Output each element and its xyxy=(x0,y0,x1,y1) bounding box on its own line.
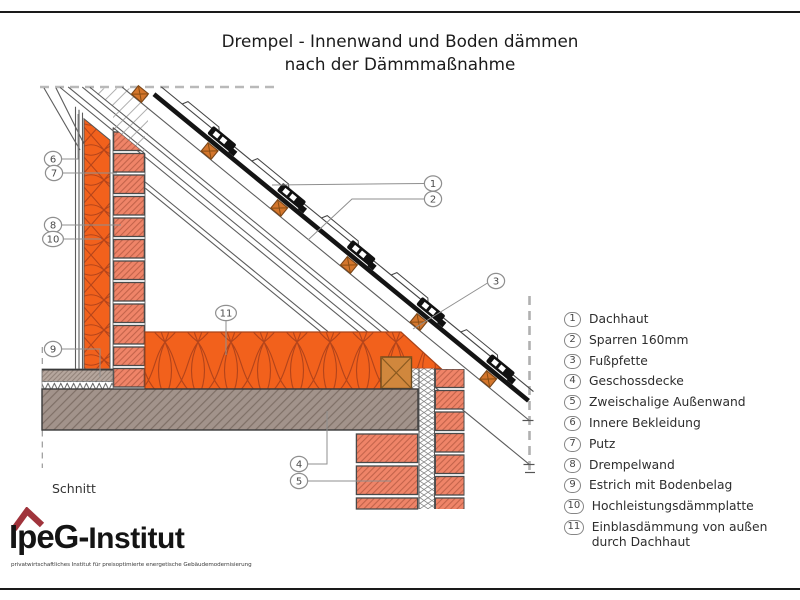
legend-item-3: 3 Fußpfette xyxy=(564,353,796,369)
page-border-bottom xyxy=(0,588,800,591)
callout-8: 8 xyxy=(50,221,56,232)
legend-num-8: 8 xyxy=(564,457,581,473)
roof-clamps xyxy=(207,126,516,385)
legend-item-1: 1 Dachhaut xyxy=(564,312,796,327)
cavity-insulation-strip xyxy=(418,368,435,509)
legend-item-9: 9 Estrich mit Bodenbelag xyxy=(564,478,796,494)
title-line1: Drempel - Innenwand und Boden dämmen xyxy=(221,31,579,51)
callout-leaders xyxy=(61,114,488,482)
inner-brick-leaf xyxy=(355,433,419,510)
legend-label-2: Sparren 160mm xyxy=(589,332,689,347)
legend-num-7: 7 xyxy=(564,436,581,452)
line-end-ticks xyxy=(522,419,535,474)
logo-brand-rest: Institut xyxy=(88,522,185,555)
legend-label-5: Zweischalige Außenwand xyxy=(589,395,746,410)
legend-num-4: 4 xyxy=(564,374,581,390)
callout-1: 1 xyxy=(430,179,436,190)
callout-2: 2 xyxy=(430,195,436,206)
dachhaut-line xyxy=(152,92,530,403)
callout-4: 4 xyxy=(296,460,302,471)
legend-num-3: 3 xyxy=(564,353,581,369)
impact-sound-layer xyxy=(41,381,114,390)
legend: 1 Dachhaut 2 Sparren 160mm 3 Fußpfette 4… xyxy=(564,312,796,556)
legend-item-6: 6 Innere Bekleidung xyxy=(564,415,796,431)
legend-item-7: 7 Putz xyxy=(564,436,796,452)
legend-num-11: 11 xyxy=(564,519,584,535)
callout-7: 7 xyxy=(51,169,57,180)
logo-brand-bold: IpeG- xyxy=(9,518,89,555)
legend-label-11-line1: Einblasdämmung von außen xyxy=(591,519,768,534)
legend-num-5: 5 xyxy=(564,395,581,411)
legend-num-1: 1 xyxy=(564,312,581,327)
legend-label-11-line2: durch Dachhaut xyxy=(591,534,691,549)
legend-label-10: Hochleistungsdämmplatte xyxy=(591,499,754,514)
blown-in-insulation xyxy=(144,331,443,390)
title-line2: nach der Dämmmaßnahme xyxy=(284,53,516,74)
callout-3: 3 xyxy=(493,277,499,288)
wall-insulation-board xyxy=(83,117,111,370)
callout-circles: 1 2 3 4 5 6 7 8 10 9 11 xyxy=(41,150,506,490)
inner-cladding-layers xyxy=(74,106,84,369)
floor-screed xyxy=(41,368,114,382)
legend-label-7: Putz xyxy=(589,436,616,451)
wall-top-cut xyxy=(112,106,146,155)
legend-label-8: Drempelwand xyxy=(589,457,675,472)
legend-label-3: Fußpfette xyxy=(589,353,648,368)
roof-battens xyxy=(130,84,498,389)
eave-cavity-sliver-mesh xyxy=(411,368,419,389)
page-border-top xyxy=(0,11,800,14)
fusspfette-timber xyxy=(380,356,413,390)
legend-label-11: Einblasdämmung von außen durch Dachhaut xyxy=(592,520,768,550)
callout-6: 6 xyxy=(50,155,56,166)
callout-11: 11 xyxy=(220,309,233,320)
logo-tagline: privatwirtschaftliches Institut für prei… xyxy=(11,562,252,568)
callout-5: 5 xyxy=(296,477,302,488)
legend-num-2: 2 xyxy=(564,332,581,348)
tile-overlap-steps xyxy=(181,101,499,363)
legend-num-10: 10 xyxy=(564,499,584,515)
legend-num-9: 9 xyxy=(564,478,581,494)
legend-label-9: Estrich mit Bodenbelag xyxy=(589,478,733,493)
page-title: Drempel - Innenwand und Boden dämmen nac… xyxy=(0,30,800,75)
logo-wordmark: IpeG-Institut xyxy=(9,518,185,556)
legend-label-4: Geschossdecke xyxy=(589,374,684,389)
legend-item-2: 2 Sparren 160mm xyxy=(564,332,796,348)
legend-item-8: 8 Drempelwand xyxy=(564,457,796,473)
drempelwand-bricks xyxy=(112,127,146,389)
legend-item-4: 4 Geschossdecke xyxy=(564,374,796,390)
outer-brick-leaf xyxy=(435,369,465,509)
legend-item-10: 10 Hochleistungsdämmplatte xyxy=(564,499,796,515)
logo-roof-icon xyxy=(11,507,45,531)
cut-lines-dashed xyxy=(40,85,531,471)
legend-label-6: Innere Bekleidung xyxy=(589,415,701,430)
legend-item-11: 11 Einblasdämmung von außen durch Dachha… xyxy=(564,519,796,550)
section-label: Schnitt xyxy=(52,481,96,496)
callout-9: 9 xyxy=(50,345,56,356)
callout-10: 10 xyxy=(47,235,60,246)
concrete-slab xyxy=(41,388,419,431)
legend-label-1: Dachhaut xyxy=(589,312,649,326)
legend-item-5: 5 Zweischalige Außenwand xyxy=(564,395,796,411)
legend-num-6: 6 xyxy=(564,415,581,431)
